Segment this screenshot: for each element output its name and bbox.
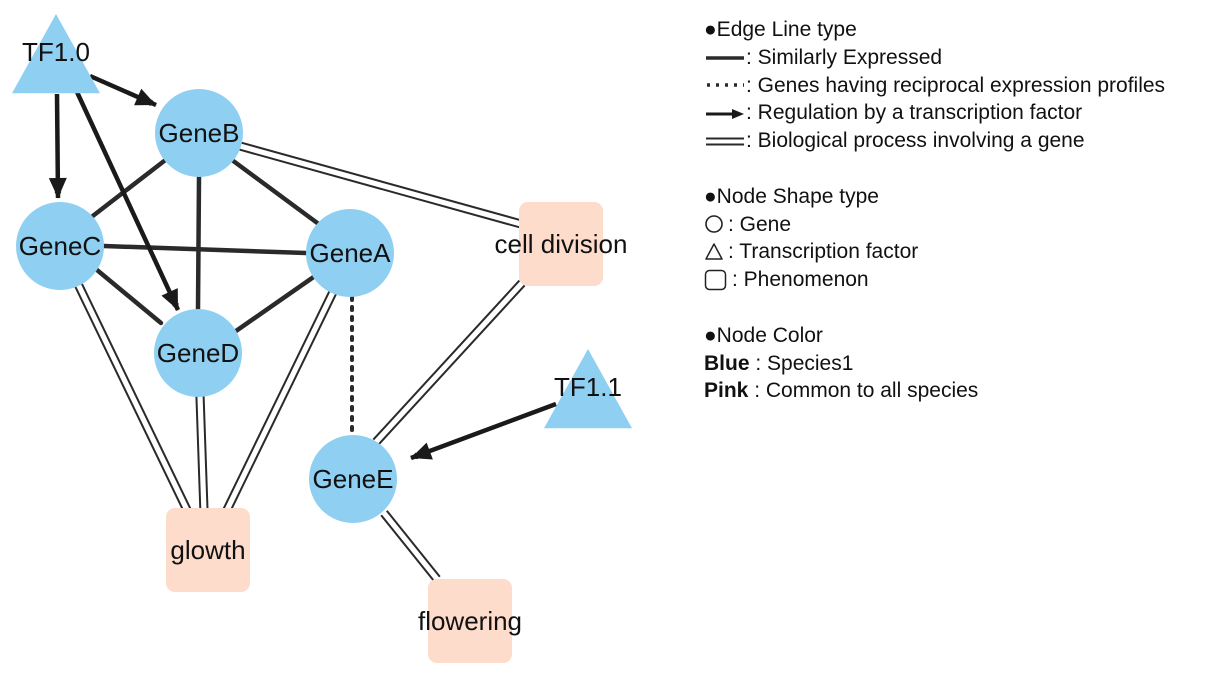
- edge-tf10-to-geneB-regulation: [89, 73, 157, 108]
- edge-geneC-to-glowth-process: [73, 282, 193, 514]
- edge-geneB-to-celldiv-process: [238, 141, 523, 229]
- rounded-square-outline-icon: [704, 269, 727, 291]
- dotted-line-icon: [707, 83, 744, 88]
- edge-geneB-to-geneC-similar: [82, 155, 171, 225]
- node-label: GeneD: [157, 338, 239, 368]
- phenomenon-node-square: [428, 579, 512, 663]
- node-tf10: TF1.0: [12, 14, 100, 94]
- edge-geneC-to-geneD-similar: [94, 267, 164, 326]
- node-label: TF1.1: [554, 372, 622, 402]
- edge-tf11-to-geneE-regulation: [410, 401, 557, 461]
- node-tf11: TF1.1: [544, 349, 632, 429]
- edge-tf10-to-geneD-regulation: [74, 91, 181, 311]
- node-geneC: GeneC: [16, 202, 104, 290]
- transcription-factor-triangle: [12, 14, 100, 94]
- legend-item-label: : Common to all species: [748, 379, 979, 403]
- node-label: glowth: [170, 535, 245, 565]
- legend-color-heading: ●Node Color: [704, 323, 823, 347]
- gene-node-circle: [154, 309, 242, 397]
- edge-geneB-to-geneD-similar: [195, 174, 202, 312]
- gene-node-circle: [306, 209, 394, 297]
- node-geneA: GeneA: [306, 209, 394, 297]
- legend-shape-heading: ●Node Shape type: [704, 184, 879, 208]
- legend-item-phenomenon: : Phenomenon: [704, 266, 1165, 294]
- edge-layer: [48, 73, 557, 582]
- edge-geneD-to-glowth-process: [195, 395, 209, 513]
- node-label: TF1.0: [22, 37, 90, 67]
- legend-edge-heading: ●Edge Line type: [704, 18, 857, 41]
- legend-item-label: : Biological process involving a gene: [746, 129, 1085, 153]
- edge-geneB-to-geneA-similar: [229, 157, 323, 228]
- node-label: GeneA: [310, 238, 392, 268]
- legend-spacer: [704, 294, 1165, 322]
- node-label: GeneB: [159, 118, 240, 148]
- legend-item-label: : Genes having reciprocal expression pro…: [746, 73, 1166, 97]
- edge-geneE-to-celldiv-process: [372, 279, 526, 446]
- edge-geneE-to-flowering-process: [380, 510, 441, 582]
- legend: ●Edge Line type : Similarly Expressed : …: [704, 16, 1165, 405]
- node-label: GeneE: [313, 464, 394, 494]
- edge-geneA-to-geneD-similar: [233, 273, 318, 334]
- legend-item-label: : Species1: [749, 351, 854, 375]
- legend-item-regulation: : Regulation by a transcription factor: [704, 99, 1165, 127]
- arrow-line-icon: [706, 109, 744, 120]
- legend-item-gene: : Gene: [704, 211, 1165, 239]
- legend-item-pink: Pink : Common to all species: [704, 377, 1165, 405]
- legend-item-label: : Gene: [728, 212, 792, 236]
- legend-color-name: Blue: [704, 351, 750, 375]
- legend-item-transcription-factor: : Transcription factor: [704, 238, 1165, 266]
- node-flowering: flowering: [418, 579, 522, 663]
- legend-item-label: : Regulation by a transcription factor: [746, 101, 1083, 125]
- edge-tf10-to-geneC-regulation: [48, 93, 67, 199]
- gene-node-circle: [16, 202, 104, 290]
- legend-spacer: [704, 155, 1165, 183]
- triangle-outline-icon: [705, 243, 723, 261]
- legend-item-label: : Similarly Expressed: [746, 45, 943, 69]
- node-geneE: GeneE: [309, 435, 397, 523]
- legend-item-reciprocal: : Genes having reciprocal expression pro…: [704, 72, 1165, 100]
- transcription-factor-triangle: [544, 349, 632, 429]
- node-label: cell division: [495, 229, 628, 259]
- gene-node-circle: [155, 89, 243, 177]
- edge-geneC-to-geneA-similar: [101, 243, 309, 256]
- node-glowth: glowth: [166, 508, 250, 592]
- edge-geneA-to-glowth-process: [221, 287, 339, 515]
- circle-outline-icon: [705, 215, 723, 234]
- phenomenon-node-square: [166, 508, 250, 592]
- node-celldiv: cell division: [495, 202, 628, 286]
- node-geneB: GeneB: [155, 89, 243, 177]
- phenomenon-node-square: [519, 202, 603, 286]
- legend-item-label: : Phenomenon: [732, 268, 869, 292]
- solid-line-icon: [706, 55, 744, 60]
- legend-item-blue: Blue : Species1: [704, 350, 1165, 378]
- node-label: flowering: [418, 606, 522, 636]
- legend-item-biological-process: : Biological process involving a gene: [704, 127, 1165, 155]
- legend-item-similarly-expressed: : Similarly Expressed: [704, 44, 1165, 72]
- gene-node-circle: [309, 435, 397, 523]
- double-line-icon: [706, 137, 744, 146]
- legend-color-name: Pink: [704, 379, 749, 403]
- node-geneD: GeneD: [154, 309, 242, 397]
- legend-item-label: : Transcription factor: [728, 240, 919, 264]
- node-label: GeneC: [19, 231, 101, 261]
